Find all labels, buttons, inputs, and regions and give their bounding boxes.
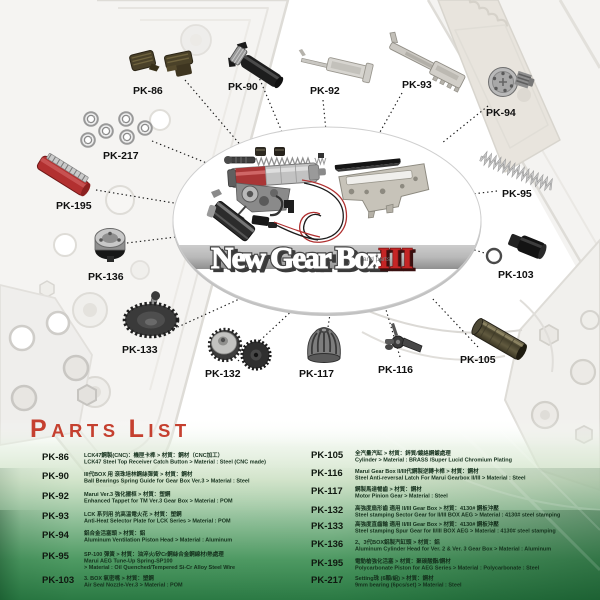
svg-text:Enhanced Tappet for TM Ver.3 G: Enhanced Tappet for TM Ver.3 Gear Box > … bbox=[84, 499, 233, 505]
svg-text:Motor Pinion Gear > Material :: Motor Pinion Gear > Material : Steel bbox=[355, 494, 448, 500]
svg-text:鋁合金活塞頭 > 材質：鋁: 鋁合金活塞頭 > 材質：鋁 bbox=[83, 529, 146, 537]
svg-text:PK-103: PK-103 bbox=[498, 269, 534, 281]
svg-text:Aluminum Ventilation Piston He: Aluminum Ventilation Piston Head > Mater… bbox=[84, 538, 232, 544]
svg-text:PK-105: PK-105 bbox=[460, 354, 496, 366]
svg-text:PK-217: PK-217 bbox=[311, 575, 343, 586]
svg-text:LCK 系列用 抗高溫電火花 > 材質：塑鋼: LCK 系列用 抗高溫電火花 > 材質：塑鋼 bbox=[84, 510, 182, 518]
svg-text:Cylinder > Material : BRASS /S: Cylinder > Material : BRASS /Super Lucid… bbox=[355, 458, 512, 464]
svg-text:電動槍強化活塞 > 材質：聚碳酸酯/鋼材: 電動槍強化活塞 > 材質：聚碳酸酯/鋼材 bbox=[355, 557, 451, 565]
svg-text:PK-133: PK-133 bbox=[122, 344, 158, 356]
svg-text:PK-136: PK-136 bbox=[311, 539, 343, 550]
svg-text:PK-195: PK-195 bbox=[56, 200, 92, 212]
svg-text:SP-100 彈簧 > 材質：油淬火/矽Cr鋼絲合金鋼線材/: SP-100 彈簧 > 材質：油淬火/矽Cr鋼絲合金鋼線材/熱處理 bbox=[84, 550, 224, 558]
svg-text:Setting珠 (6顆/組) > 材質：鋼材: Setting珠 (6顆/組) > 材質：鋼材 bbox=[355, 574, 434, 582]
svg-text:Marui Ver.3 強化擺桓 > 材質：塑鋼: Marui Ver.3 強化擺桓 > 材質：塑鋼 bbox=[84, 490, 171, 498]
svg-text:Marui AEG Tune-Up Spring-SP100: Marui AEG Tune-Up Spring-SP100 bbox=[84, 559, 173, 565]
svg-text:3. BOX 氣密嘴 > 材質：塑鋼: 3. BOX 氣密嘴 > 材質：塑鋼 bbox=[84, 574, 154, 582]
svg-text:PK-92: PK-92 bbox=[42, 491, 69, 502]
svg-text:9mm bearing (6pcs/set) > Mate: 9mm bearing (6pcs/set) > Material : Stee… bbox=[355, 583, 462, 589]
svg-text:全汽量汽缸 > 材質：鋅質/鍍絡鋼鍍處理: 全汽量汽缸 > 材質：鋅質/鍍絡鋼鍍處理 bbox=[354, 449, 451, 457]
svg-text:III: III bbox=[380, 244, 415, 277]
svg-text:III代BOX 用 滾珠培林鋼絲彈簧 > 材質：鋼材: III代BOX 用 滾珠培林鋼絲彈簧 > 材質：鋼材 bbox=[84, 470, 193, 478]
svg-text:New Gear Box: New Gear Box bbox=[214, 242, 387, 277]
svg-text:Air Seal Nozzle-Ver.3 > Mater: Air Seal Nozzle-Ver.3 > Material : POM bbox=[84, 583, 183, 589]
svg-text:Marui Gear Box II/III代鋼製逆轉卡榫 >: Marui Gear Box II/III代鋼製逆轉卡榫 > 材質：鋼材 bbox=[355, 467, 479, 475]
svg-text:PK-133: PK-133 bbox=[311, 521, 343, 532]
svg-text:PK-86: PK-86 bbox=[42, 452, 69, 463]
svg-text:PK-116: PK-116 bbox=[378, 364, 413, 376]
svg-text:2、3代BOX鋁製汽缸頭 > 材質：鋁: 2、3代BOX鋁製汽缸頭 > 材質：鋁 bbox=[355, 538, 440, 546]
svg-text:高強度直齒輪 適用 II/III Gear Box > 材質: 高強度直齒輪 適用 II/III Gear Box > 材質：4130# 鋼板沖… bbox=[355, 520, 499, 528]
svg-text:and parts: and parts bbox=[363, 256, 391, 263]
svg-text:PK-117: PK-117 bbox=[311, 486, 343, 497]
svg-text:PK-95: PK-95 bbox=[502, 188, 532, 200]
svg-text:New Gear Box: New Gear Box bbox=[211, 240, 384, 275]
svg-text:鋼製馬達暢齒 > 材質：鋼材: 鋼製馬達暢齒 > 材質：鋼材 bbox=[355, 485, 422, 493]
svg-text:PK-132: PK-132 bbox=[205, 368, 241, 380]
svg-text:Steel Anti-reversal Latch For: Steel Anti-reversal Latch For Marui Gear… bbox=[355, 476, 526, 482]
svg-text:PK-86: PK-86 bbox=[133, 85, 163, 97]
svg-text:PK-195: PK-195 bbox=[311, 558, 344, 569]
svg-text:Steel stamping Spur Gear for I: Steel stamping Spur Gear for II/III BOX … bbox=[355, 529, 556, 535]
svg-text:LCK47 Steel Top Receiver Catch: LCK47 Steel Top Receiver Catch Button > … bbox=[84, 460, 266, 466]
svg-text:PK-93: PK-93 bbox=[402, 79, 432, 91]
svg-text:PK-117: PK-117 bbox=[299, 368, 334, 380]
svg-text:PK-217: PK-217 bbox=[103, 150, 139, 162]
svg-text:LCK47鋼製(CNC)：機匣卡榫 > 材質：鋼材（CNC加: LCK47鋼製(CNC)：機匣卡榫 > 材質：鋼材（CNC加工） bbox=[84, 451, 223, 459]
svg-text:New Gear Box: New Gear Box bbox=[211, 240, 384, 275]
svg-text:Ball Bearings Spring Guide for: Ball Bearings Spring Guide for Gear Box … bbox=[84, 479, 250, 485]
svg-text:PK-116: PK-116 bbox=[311, 468, 343, 479]
svg-text:PK-95: PK-95 bbox=[42, 551, 70, 562]
svg-text:PK-94: PK-94 bbox=[486, 107, 516, 119]
svg-text:PK-92: PK-92 bbox=[310, 85, 340, 97]
svg-text:PK-136: PK-136 bbox=[88, 271, 124, 283]
svg-text:PK-105: PK-105 bbox=[311, 450, 344, 461]
svg-text:PK-90: PK-90 bbox=[228, 81, 258, 93]
svg-text:PK-94: PK-94 bbox=[42, 530, 70, 541]
svg-text:Aluminum Cylinder Head for Ver: Aluminum Cylinder Head for Ver. 2 & Ver.… bbox=[355, 547, 551, 553]
svg-text:PK-103: PK-103 bbox=[42, 575, 74, 586]
svg-text:Anti-Heat Selector Plate for L: Anti-Heat Selector Plate for LCK Series … bbox=[84, 519, 231, 525]
svg-text:III: III bbox=[378, 242, 413, 275]
svg-text:高強度扇形齒 適用 II/III Gear Box > 材質: 高強度扇形齒 適用 II/III Gear Box > 材質：4130# 鋼板沖… bbox=[355, 504, 499, 512]
svg-text:PK-90: PK-90 bbox=[42, 471, 69, 482]
svg-text:Polycarbonate Piston for AEG S: Polycarbonate Piston for AEG Series > Ma… bbox=[355, 566, 540, 572]
svg-text:PK-132: PK-132 bbox=[311, 505, 343, 516]
svg-text:Steel stamping Sector Gear for: Steel stamping Sector Gear for II/III BO… bbox=[355, 513, 560, 519]
svg-text:PK-93: PK-93 bbox=[42, 511, 69, 522]
svg-text:> Material : Oil Quenched/Temp: > Material : Oil Quenched/Tempered Si-Cr… bbox=[84, 565, 235, 571]
